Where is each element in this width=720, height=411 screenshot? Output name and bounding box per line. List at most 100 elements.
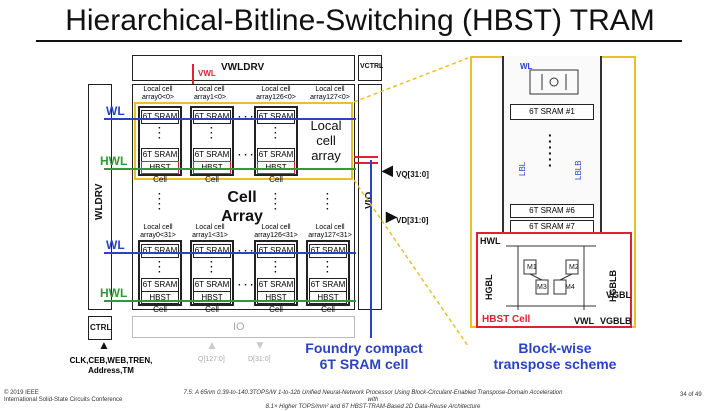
sram-cell: 6T SRAM bbox=[257, 110, 295, 124]
column-ellipsis: · · · bbox=[238, 150, 254, 161]
row-ellipsis: ··· bbox=[326, 257, 330, 278]
hbst-cell: HBST Cell bbox=[193, 161, 231, 184]
sram-transistor-icon bbox=[529, 69, 579, 95]
vwl-label: VWL bbox=[198, 69, 216, 78]
zoom-dashed-lines bbox=[353, 57, 469, 347]
row-ellipsis: ··· bbox=[158, 123, 162, 144]
column-ellipsis: · · · bbox=[238, 280, 254, 291]
row-ellipsis: ···· bbox=[326, 189, 330, 215]
ctrl-block: CTRL bbox=[88, 316, 112, 340]
sram-cell: 6T SRAM bbox=[309, 244, 347, 258]
vd-label: VD[31:0] bbox=[396, 216, 429, 225]
sram-cell: 6T SRAM bbox=[141, 278, 179, 292]
detail-sram-1: 6T SRAM #1 bbox=[510, 104, 594, 120]
vd-arrow-icon: ▶ bbox=[386, 208, 397, 224]
m3-label: M3 bbox=[537, 284, 547, 291]
row-ellipsis: ··· bbox=[274, 257, 278, 278]
sram-cell: 6T SRAM bbox=[141, 148, 179, 162]
hbst-cell: HBST Cell bbox=[141, 161, 179, 184]
detail-sram-6: 6T SRAM #6 bbox=[510, 204, 594, 218]
sram-cell: 6T SRAM bbox=[193, 110, 231, 124]
ctrl-label: CTRL bbox=[90, 323, 112, 332]
detail-hbst-cell-label: HBST Cell bbox=[482, 314, 531, 325]
column-ellipsis: · · · bbox=[238, 246, 254, 257]
sram-cell: 6T SRAM bbox=[193, 148, 231, 162]
detail-vgbl-label: VGBL bbox=[606, 290, 632, 300]
hbst-cell: HBST Cell bbox=[257, 161, 295, 184]
sram-cell: 6T SRAM bbox=[193, 278, 231, 292]
row-ellipsis: ··· bbox=[210, 123, 214, 144]
wl-top-label: WL bbox=[106, 104, 125, 118]
d-arrow-icon: ▼ bbox=[254, 338, 266, 352]
sram-cell: 6T SRAM bbox=[141, 110, 179, 124]
sram-callout-line bbox=[370, 160, 372, 338]
q-label: Q[127:0] bbox=[198, 356, 225, 363]
detail-hwl-label: HWL bbox=[480, 236, 501, 246]
vq-label: VQ[31:0] bbox=[396, 170, 429, 179]
slide-title: Hierarchical-Bitline-Switching (HBST) TR… bbox=[65, 4, 655, 37]
row-ellipsis: ···· bbox=[158, 189, 162, 215]
ctrl-arrow-icon: ▲ bbox=[98, 338, 110, 352]
wldrv-block: WLDRV bbox=[88, 84, 112, 310]
cell-array-label-127-31: Local cell array127<31> bbox=[308, 224, 352, 239]
footer-copyright: © 2019 IEEE International Solid-State Ci… bbox=[4, 390, 123, 403]
detail-lbl-label: LBL bbox=[518, 161, 527, 176]
io-label: IO bbox=[233, 321, 245, 333]
wl-top-line bbox=[104, 118, 356, 120]
sram-cell: 6T SRAM bbox=[257, 148, 295, 162]
cell-array-label-126-31: Local cell array126<31> bbox=[254, 224, 298, 239]
cell-array-label-1-31: Local cell array1<31> bbox=[192, 224, 228, 239]
local-cell-array-label: Local cell array bbox=[310, 118, 342, 163]
cell-array-label-127-0: Local cell array127<0> bbox=[310, 86, 350, 101]
cell-array-label-0-0: Local cell array0<0> bbox=[142, 86, 174, 101]
hwl-top-label: HWL bbox=[100, 154, 128, 168]
detail-hgbl-label: HGBL bbox=[484, 274, 494, 301]
vctrl-block: VCTRL bbox=[358, 55, 384, 81]
vwldrv-label: VWLDRV bbox=[221, 62, 265, 73]
m2-label: M2 bbox=[569, 264, 579, 271]
row-ellipsis: ··· bbox=[274, 123, 278, 144]
sram-cell: 6T SRAM bbox=[141, 244, 179, 258]
wl-bottom-line bbox=[104, 252, 356, 254]
hwl-top-line bbox=[104, 168, 356, 170]
footer-page: 34 of 49 bbox=[680, 392, 702, 398]
hwl-bottom-label: HWL bbox=[100, 286, 128, 300]
cell-array-label-1-0: Local cell array1<0> bbox=[194, 86, 226, 101]
hwl-bottom-line bbox=[104, 300, 356, 302]
title-rule bbox=[36, 40, 682, 42]
vq-arrow-icon: ◀ bbox=[382, 162, 393, 178]
cell-array-label-0-31: Local cell array0<31> bbox=[140, 224, 176, 239]
d-label: D[31:0] bbox=[248, 356, 271, 363]
cell-array-label-126-0: Local cell array126<0> bbox=[256, 86, 296, 101]
sram-cell: 6T SRAM bbox=[257, 278, 295, 292]
row-ellipsis: ··· bbox=[210, 257, 214, 278]
hbst-transistor-schematic-icon bbox=[506, 245, 596, 310]
sram-cell: 6T SRAM bbox=[257, 244, 295, 258]
cell-array-label: Cell Array bbox=[221, 189, 263, 225]
detail-vwl-label: VWL bbox=[574, 316, 594, 326]
hbst-cell: HBST Cell bbox=[193, 291, 231, 314]
hbst-cell: HBST Cell bbox=[141, 291, 179, 314]
wldrv-label: WLDRV bbox=[94, 183, 105, 220]
vd-bus bbox=[354, 162, 378, 164]
detail-lblb-label: LBLB bbox=[574, 160, 583, 180]
vwldrv-block: VWLDRV bbox=[132, 55, 355, 81]
foundry-caption: Foundry compact 6T SRAM cell bbox=[305, 340, 423, 372]
column-ellipsis: · · · bbox=[238, 112, 254, 123]
q-arrow-icon: ▲ bbox=[206, 338, 218, 352]
hbst-cell: HBST Cell bbox=[257, 291, 295, 314]
m1-label: M1 bbox=[527, 264, 537, 271]
m4-label: M4 bbox=[565, 284, 575, 291]
detail-wl-label: WL bbox=[520, 62, 533, 71]
row-ellipsis: ··· bbox=[158, 257, 162, 278]
ctrl-signals: CLK,CEB,WEB,TREN, Address,TM bbox=[69, 356, 153, 375]
io-block: IO bbox=[132, 316, 355, 338]
vctrl-label: VCTRL bbox=[360, 63, 384, 70]
wl-bottom-label: WL bbox=[106, 238, 125, 252]
detail-ellipsis: ······ bbox=[548, 127, 553, 173]
row-ellipsis: ···· bbox=[274, 189, 278, 215]
sram-cell: 6T SRAM bbox=[193, 244, 231, 258]
transpose-caption: Block-wise transpose scheme bbox=[493, 340, 617, 372]
detail-vgblb-label: VGBLB bbox=[600, 316, 632, 326]
local-cell-array-highlight bbox=[134, 102, 353, 180]
